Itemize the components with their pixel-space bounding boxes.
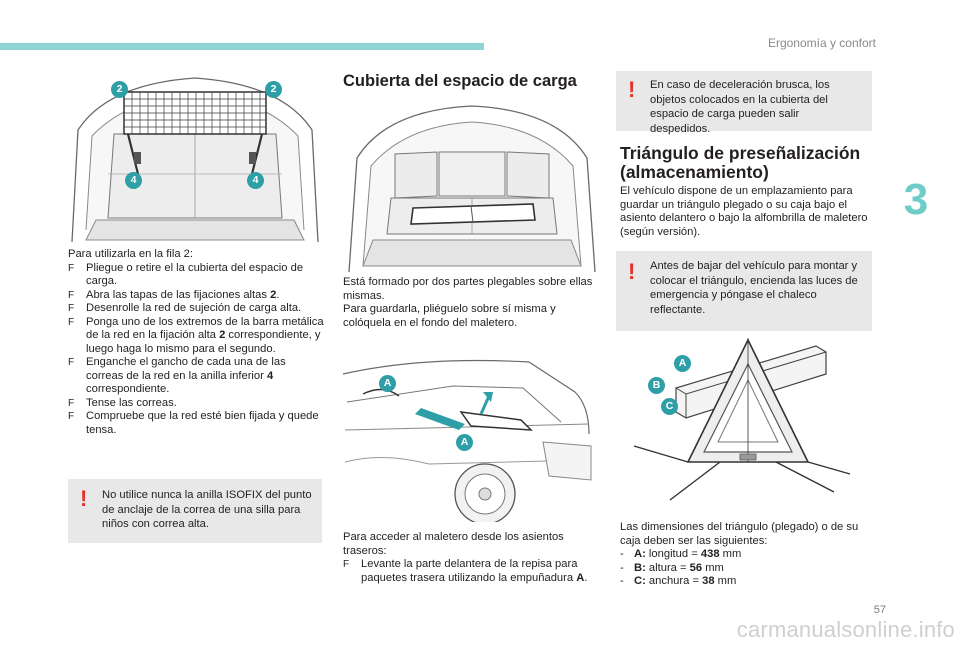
parcel-shelf-intro: Para acceder al maletero desde los asien… — [343, 531, 564, 557]
bullet-marker-icon: F — [68, 289, 75, 301]
bullet-marker-icon: F — [68, 262, 75, 274]
text-run: Abra las tapas de las fijaciones altas — [86, 288, 271, 301]
text-run: Enganche el gancho de cada una de las co… — [86, 356, 286, 382]
callout-badge: 4 — [247, 172, 264, 189]
callout-badge: 4 — [125, 172, 142, 189]
cargo-cover-line-1: Está formado por dos partes plegables so… — [343, 276, 593, 302]
list-item: -B: altura = 56 mm — [620, 562, 876, 576]
triangle-storage-description: El vehículo dispone de un emplazamiento … — [620, 185, 868, 238]
warning-text: Antes de bajar del vehículo para montar … — [650, 260, 858, 316]
list-item: F Enganche el gancho de cada una de las c… — [68, 356, 326, 397]
text-run: A — [576, 571, 585, 584]
warning-triangle-illustration — [620, 338, 876, 512]
bullet-marker-icon: F — [68, 397, 75, 409]
warning-text: No utilice nunca la anilla ISOFIX del pu… — [102, 489, 312, 530]
dimension-text: altura = — [645, 561, 690, 574]
dash-marker: - — [620, 575, 624, 587]
heading-line-1: Triángulo de preseñalización — [620, 143, 861, 163]
text-run: Levante la parte delantera de la repisa … — [361, 558, 578, 584]
dimension-value: 56 — [689, 561, 703, 574]
heading-line-2: (almacenamiento) — [620, 162, 769, 182]
watermark: carmanualsonline.info — [736, 617, 955, 642]
dimension-label: C: — [634, 575, 646, 587]
list-item: -A: longitud = 438 mm — [620, 548, 876, 562]
deceleration-warning-box: ! En caso de deceleración brusca, los ob… — [616, 71, 872, 135]
dimension-label: A: — [634, 548, 646, 560]
list-item: -C: anchura = 38 mm — [620, 575, 876, 589]
instructions-intro: Para utilizarla en la fila 2: — [68, 248, 193, 260]
warning-icon: ! — [628, 77, 636, 102]
text-run: correspondiente. — [86, 383, 170, 395]
callout-badge: A — [379, 375, 396, 392]
parcel-shelf-instructions: Para acceder al maletero desde los asien… — [343, 531, 605, 585]
callout-badge: B — [648, 377, 665, 394]
list-item: F Compruebe que la red esté bien fijada y… — [68, 410, 326, 437]
parcel-shelf-step-text: Levante la parte delantera de la repisa … — [361, 558, 587, 584]
triangle-warning-box: ! Antes de bajar del vehículo para monta… — [616, 251, 872, 331]
text-run: Ponga uno de los extremos de la barra me… — [86, 315, 324, 342]
isofix-warning-box: ! No utilice nunca la anilla ISOFIX del … — [68, 479, 322, 543]
callout-badge: 2 — [265, 81, 282, 98]
text-run: correspondiente, y luego haga lo mismo p… — [86, 329, 321, 355]
cargo-cover-line-2: Para guardarla, pliéguelo sobre sí misma… — [343, 303, 556, 329]
list-item: F Pliegue o retire el la cubierta del esp… — [68, 262, 326, 289]
list-item: F Ponga uno de los extremos de la barra m… — [68, 316, 326, 357]
callout-badge: A — [456, 434, 473, 451]
dimension-value: 438 — [700, 548, 720, 560]
text-run: 2 — [270, 288, 277, 301]
header-accent-bar — [0, 43, 484, 50]
chapter-number: 3 — [903, 175, 929, 224]
bullet-marker-icon: F — [68, 411, 75, 422]
dimension-unit: mm — [702, 561, 724, 574]
text-run: Desenrolle la red de sujeción de carga a… — [86, 302, 302, 314]
dimension-unit: mm — [719, 548, 742, 560]
instructions-list: F Pliegue o retire el la cubierta del esp… — [68, 262, 326, 438]
header-title: Ergonomía y confort — [767, 36, 876, 50]
text-run: 4 — [266, 369, 274, 382]
warning-text: En caso de deceleración brusca, los obje… — [650, 79, 830, 135]
cargo-cover-description: Está formado por dos partes plegables so… — [343, 276, 605, 330]
dimension-label: B: — [634, 561, 646, 574]
triangle-dimensions: Las dimensiones del triángulo (plegado) … — [620, 521, 876, 589]
text-run: . — [276, 288, 280, 301]
text-run: Pliegue o retire el la cubierta del espa… — [86, 261, 304, 288]
callout-badge: C — [661, 398, 678, 415]
section-heading-warning-triangle: Triángulo de preseñalización (almacenami… — [620, 144, 880, 182]
dimensions-intro: Las dimensiones del triángulo (plegado) … — [620, 521, 859, 547]
warning-icon: ! — [628, 259, 636, 284]
bullet-marker-icon: F — [68, 303, 75, 314]
parcel-shelf-step: F Levante la parte delantera de la repis… — [343, 558, 605, 585]
dash-marker: - — [620, 548, 624, 560]
page-number: 57 — [873, 604, 886, 616]
dimension-text: longitud = — [645, 548, 701, 560]
dimensions-list: -A: longitud = 438 mm-B: altura = 56 mm-… — [620, 548, 876, 589]
bullet-marker-icon: F — [68, 316, 75, 328]
bullet-marker-icon: F — [343, 559, 350, 570]
callout-badge: 2 — [111, 81, 128, 98]
callout-badge: A — [674, 355, 691, 372]
section-heading-cargo-cover: Cubierta del espacio de carga — [343, 72, 577, 90]
list-item: F Tense las correas. — [68, 397, 326, 411]
list-item: F Desenrolle la red de sujeción de carga … — [68, 302, 326, 316]
text-run: 2 — [219, 329, 226, 341]
dash-marker: - — [620, 561, 624, 574]
cargo-net-illustration — [68, 70, 322, 242]
bullet-marker-icon: F — [68, 357, 75, 368]
cargo-net-instructions: Para utilizarla en la fila 2: F Pliegue o… — [68, 248, 326, 437]
dimension-unit: mm — [714, 575, 737, 587]
text-run: Tense las correas. — [86, 396, 177, 409]
warning-icon: ! — [80, 486, 88, 511]
text-run: Compruebe que la red esté bien fijada y … — [86, 410, 319, 436]
cargo-cover-illustration — [343, 100, 601, 272]
dimension-text: anchura = — [645, 575, 703, 587]
text-run: . — [584, 571, 588, 584]
dimension-value: 38 — [702, 575, 715, 587]
